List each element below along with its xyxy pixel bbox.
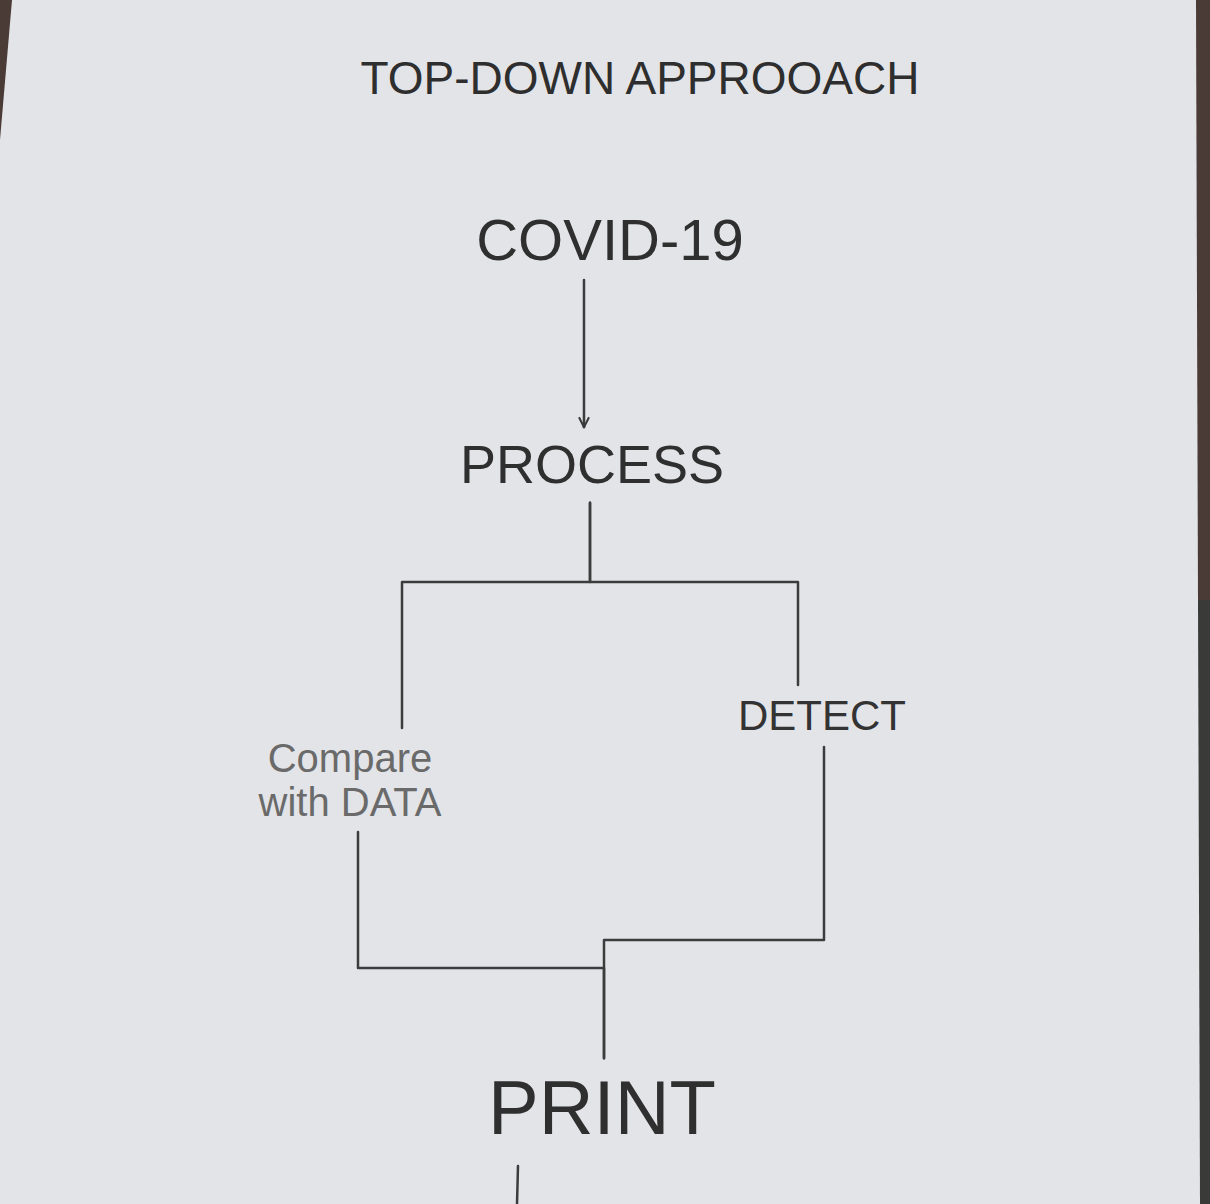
node-label: PRINT [488, 1066, 716, 1150]
pencil-connector [590, 503, 798, 685]
pencil-connector [402, 503, 590, 728]
pencil-connector [604, 747, 824, 1058]
text-node: DETECT [732, 689, 912, 743]
text-node: PROCESS [454, 431, 730, 498]
node-label: COVID-19 [476, 208, 744, 272]
pencil-line [517, 1166, 518, 1204]
node-label: PROCESS [460, 435, 724, 494]
text-node: PRINT [482, 1062, 722, 1154]
diagram-title: TOP-DOWN APPROOACH [361, 53, 920, 104]
pencil-connector [583, 280, 586, 427]
node-label: DETECT [738, 693, 906, 739]
node-label: Compare with DATA [249, 736, 452, 824]
text-node: Compare with DATA [243, 732, 458, 828]
pencil-connector [358, 832, 604, 1058]
text-node: COVID-19 [470, 204, 750, 276]
